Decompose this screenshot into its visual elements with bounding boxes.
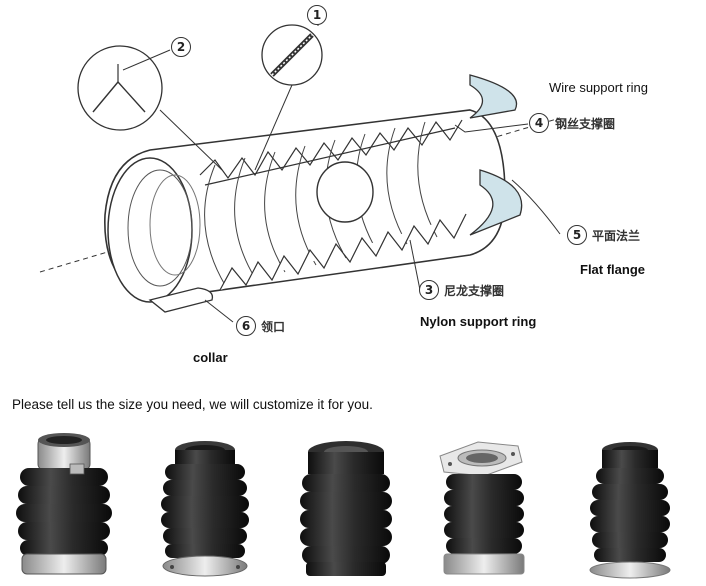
callout-4-badge: 4 [529, 113, 549, 133]
bellows-structure-diagram: 1 2 4 5 3 6 钢丝支撑圈 平面法兰 尼龙支撑圈 领口 Wire sup… [39, 5, 648, 365]
product-images [16, 433, 671, 579]
wire-support-ring-label: Wire support ring [549, 80, 648, 95]
callout-6-badge: 6 [236, 316, 256, 336]
bellows-square-flange-icon [439, 441, 525, 575]
bellows-collar-clamp-icon [16, 433, 112, 575]
collar-cn-label: 领口 [261, 320, 286, 334]
wire-support-ring-cn-label: 钢丝支撑圈 [555, 117, 616, 131]
callout-3-badge: 3 [419, 280, 439, 300]
collar-label: collar [193, 350, 228, 365]
flat-flange-cn-label: 平面法兰 [592, 229, 641, 243]
bellows-plain-icon [300, 441, 392, 576]
callout-1-badge: 1 [307, 5, 327, 25]
nylon-support-ring-label: Nylon support ring [420, 314, 537, 329]
nylon-support-ring-cn-label: 尼龙支撑圈 [444, 284, 505, 298]
flat-flange-label: Flat flange [580, 262, 646, 277]
customization-notice: Please tell us the size you need, we wil… [12, 397, 373, 412]
callout-2-badge: 2 [171, 37, 191, 57]
bellows-cutaway-illustration [39, 18, 561, 323]
bellows-tapered-icon [589, 442, 671, 579]
product-gallery [0, 428, 706, 582]
callout-5-badge: 5 [567, 225, 587, 245]
bellows-round-flange-icon [161, 441, 249, 577]
